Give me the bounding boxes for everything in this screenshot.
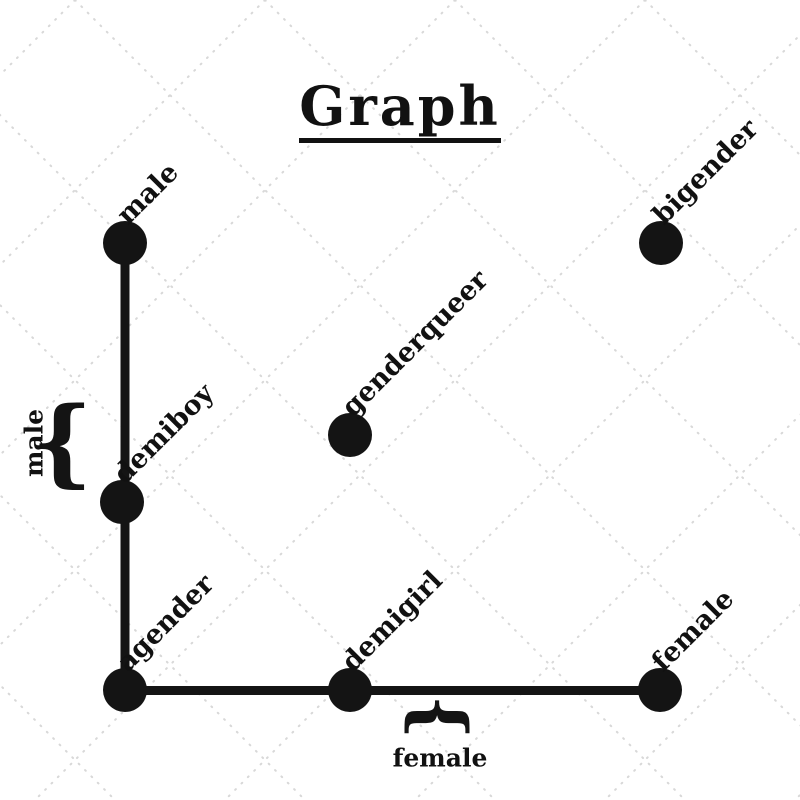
brace-male: { [31, 386, 93, 498]
chart-title-text: Graph [299, 78, 501, 143]
node-label-female: female [645, 583, 741, 678]
grid-line [0, 0, 456, 457]
node-dot-demiboy [100, 480, 144, 524]
grid-line [0, 113, 686, 800]
node-dot-genderqueer [328, 413, 372, 457]
grid-line [454, 0, 800, 347]
node-label-bigender: bigender [646, 113, 765, 231]
node-label-genderqueer: genderqueer [335, 264, 495, 423]
node-dot-male [103, 221, 147, 265]
node-dot-agender [103, 668, 147, 712]
edge-agender-female [125, 685, 660, 695]
node-dot-bigender [639, 221, 683, 265]
brace-label-female: female [392, 743, 488, 773]
node-dot-demigirl [328, 668, 372, 712]
brace-female: { [399, 694, 482, 740]
grid-line [34, 33, 800, 800]
node-dot-female [638, 668, 682, 712]
grid-line [74, 0, 800, 727]
grid-line [0, 0, 266, 267]
grid-line [264, 0, 800, 537]
brace-label-male: male [19, 408, 49, 478]
grid-line [644, 0, 800, 157]
grid-line [0, 0, 646, 647]
node-label-demigirl: demigirl [335, 565, 449, 678]
chart-title: Graph [0, 78, 800, 143]
